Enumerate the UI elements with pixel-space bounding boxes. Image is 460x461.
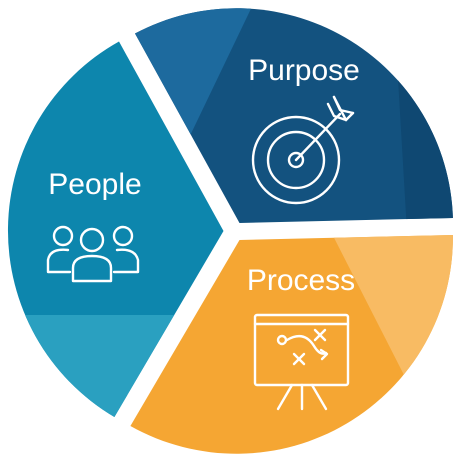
people-label: People (48, 168, 141, 201)
purpose-label: Purpose (248, 54, 360, 87)
strategy-board-icon (253, 313, 350, 411)
target-icon (251, 95, 355, 205)
process-label: Process (247, 264, 355, 297)
segment-purpose-shade (397, 62, 453, 224)
team-icon (46, 225, 140, 283)
segment-purpose (135, 8, 453, 224)
